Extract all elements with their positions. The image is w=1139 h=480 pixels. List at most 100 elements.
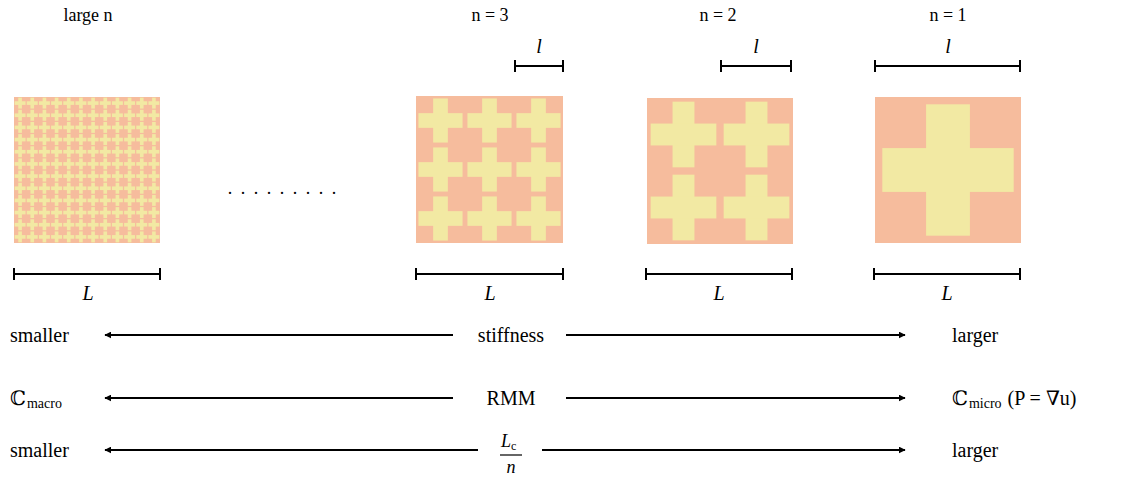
cross-inclusion bbox=[651, 197, 717, 219]
cross-inclusion bbox=[467, 113, 511, 128]
cross-inclusion bbox=[112, 223, 123, 227]
cross-inclusion bbox=[15, 174, 26, 178]
figure-label: l bbox=[536, 36, 542, 56]
trend-arrow bbox=[105, 334, 453, 336]
cross-inclusion bbox=[148, 199, 159, 203]
cross-inclusion bbox=[63, 113, 74, 117]
cross-inclusion bbox=[100, 211, 111, 215]
cross-inclusion bbox=[39, 223, 50, 227]
figure-label: ℂ bbox=[10, 388, 26, 408]
cross-inclusion bbox=[15, 235, 26, 239]
cross-inclusion bbox=[112, 211, 123, 215]
cross-inclusion bbox=[100, 174, 111, 178]
cross-inclusion bbox=[15, 162, 26, 166]
cross-inclusion bbox=[148, 174, 159, 178]
cross-inclusion bbox=[88, 186, 99, 190]
cross-inclusion bbox=[112, 162, 123, 166]
cross-inclusion bbox=[112, 150, 123, 154]
cross-inclusion bbox=[136, 223, 147, 227]
cross-inclusion bbox=[100, 235, 111, 239]
cross-inclusion bbox=[467, 211, 511, 226]
cross-inclusion bbox=[63, 150, 74, 154]
figure-label: L bbox=[484, 283, 495, 303]
cross-inclusion bbox=[51, 113, 62, 117]
dimension-bar bbox=[14, 268, 160, 280]
cross-inclusion bbox=[63, 174, 74, 178]
cross-inclusion bbox=[100, 199, 111, 203]
cross-inclusion bbox=[39, 186, 50, 190]
dimension-bar bbox=[416, 268, 563, 280]
cross-inclusion bbox=[39, 150, 50, 154]
figure-label: stiffness bbox=[478, 325, 544, 345]
figure-label: L bbox=[713, 283, 724, 303]
cross-inclusion bbox=[39, 199, 50, 203]
cross-inclusion bbox=[88, 174, 99, 178]
cross-inclusion bbox=[651, 124, 717, 146]
cross-inclusion bbox=[27, 138, 38, 142]
figure-label: L bbox=[501, 432, 511, 450]
dimension-bar bbox=[874, 268, 1020, 280]
cross-inclusion bbox=[63, 186, 74, 190]
cross-inclusion bbox=[15, 223, 26, 227]
cross-inclusion bbox=[112, 235, 123, 239]
cross-inclusion bbox=[136, 138, 147, 142]
cross-inclusion bbox=[124, 174, 135, 178]
cross-inclusion bbox=[39, 235, 50, 239]
figure-label: macro bbox=[27, 397, 62, 411]
cross-inclusion bbox=[124, 113, 135, 117]
dimension-bar bbox=[875, 60, 1020, 72]
cross-inclusion bbox=[88, 223, 99, 227]
cross-inclusion bbox=[467, 162, 511, 177]
figure-label: n = 3 bbox=[471, 6, 508, 24]
cross-inclusion bbox=[124, 138, 135, 142]
cross-inclusion bbox=[136, 113, 147, 117]
cross-inclusion bbox=[100, 186, 111, 190]
cross-inclusion bbox=[63, 126, 74, 130]
cross-inclusion bbox=[88, 235, 99, 239]
matrix bbox=[647, 98, 793, 244]
trend-arrow bbox=[105, 397, 453, 399]
cross-inclusion bbox=[112, 174, 123, 178]
cross-inclusion bbox=[63, 223, 74, 227]
cross-inclusion bbox=[148, 138, 159, 142]
cross-inclusion bbox=[39, 174, 50, 178]
cross-inclusion bbox=[15, 150, 26, 154]
cross-inclusion bbox=[136, 199, 147, 203]
figure-label: smaller bbox=[10, 440, 69, 460]
cross-inclusion bbox=[124, 186, 135, 190]
dimension-bar bbox=[646, 268, 792, 280]
cross-inclusion bbox=[148, 186, 159, 190]
figure-label: (P = ∇u) bbox=[1008, 388, 1077, 408]
cross-inclusion bbox=[27, 235, 38, 239]
cross-inclusion bbox=[124, 162, 135, 166]
cross-inclusion bbox=[112, 101, 123, 105]
cross-inclusion bbox=[100, 138, 111, 142]
cross-inclusion bbox=[27, 113, 38, 117]
cross-inclusion bbox=[136, 174, 147, 178]
cross-inclusion bbox=[75, 174, 86, 178]
cross-inclusion bbox=[63, 138, 74, 142]
cross-inclusion bbox=[39, 138, 50, 142]
cross-inclusion bbox=[882, 148, 1013, 192]
figure-label: smaller bbox=[10, 325, 69, 345]
cross-inclusion bbox=[88, 101, 99, 105]
cross-inclusion bbox=[27, 101, 38, 105]
cross-inclusion bbox=[63, 211, 74, 215]
matrix bbox=[416, 96, 563, 243]
cross-inclusion bbox=[27, 162, 38, 166]
cross-inclusion bbox=[75, 186, 86, 190]
cross-inclusion bbox=[88, 113, 99, 117]
microstructure-square bbox=[14, 97, 160, 243]
cross-inclusion bbox=[51, 126, 62, 130]
cross-inclusion bbox=[15, 126, 26, 130]
dimension-bar bbox=[515, 60, 563, 72]
figure-label: larger bbox=[952, 325, 998, 345]
cross-inclusion bbox=[27, 211, 38, 215]
figure-label: l bbox=[753, 36, 759, 56]
fraction-bar bbox=[500, 454, 522, 455]
figure-label: n = 1 bbox=[929, 6, 966, 24]
cross-inclusion bbox=[63, 101, 74, 105]
cross-inclusion bbox=[724, 197, 790, 219]
cross-inclusion bbox=[75, 138, 86, 142]
